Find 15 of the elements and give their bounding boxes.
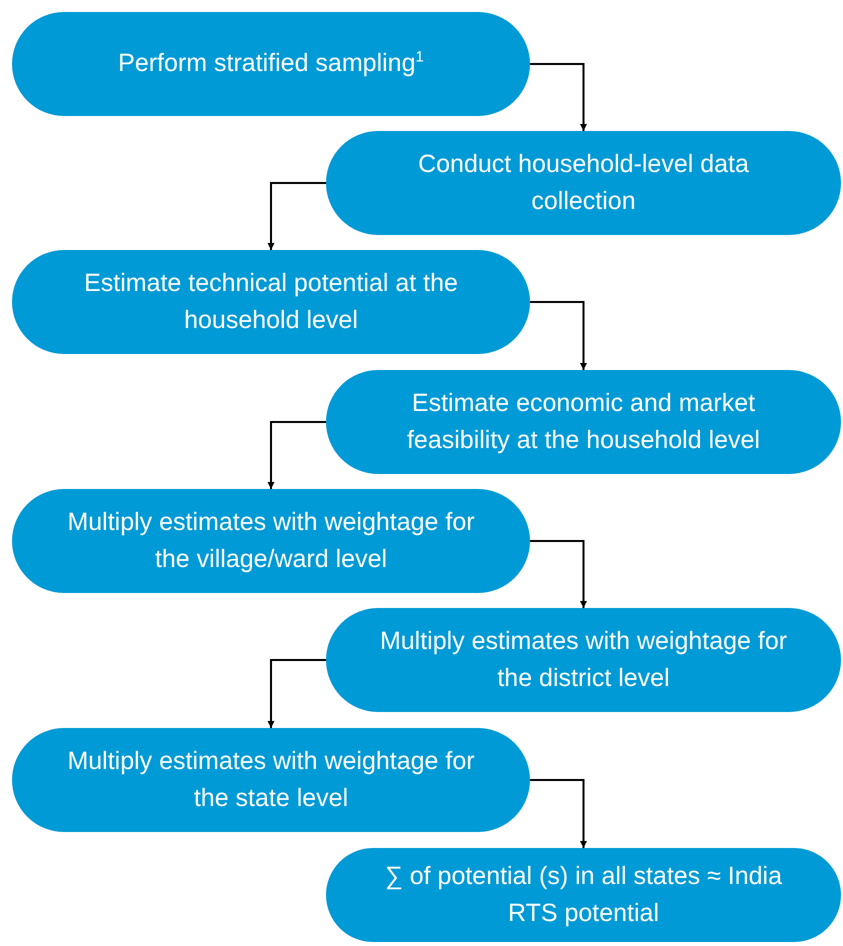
step-text: Multiply estimates with weightage for the district level [378, 626, 788, 694]
step-text: Estimate economic and market feasibility at the household level [406, 388, 761, 456]
step-text: Estimate technical potential at the household level [83, 268, 459, 336]
arrow [530, 301, 587, 370]
step-text: Perform stratified sampling$^{1}$ [118, 48, 424, 80]
arrow [268, 182, 326, 250]
step-text: Conduct household-level data collection [417, 148, 750, 217]
arrow [530, 779, 587, 848]
arrow [530, 63, 587, 131]
arrow [268, 421, 326, 489]
step-text: Multiply estimates with weightage for the village/ward level [66, 506, 476, 575]
arrow [530, 540, 587, 608]
arrow [268, 659, 326, 728]
step-text: Multiply estimates with weightage for the state level [66, 746, 476, 814]
step-text: ∑ of potential (s) in all states ≈ India RTS potential [384, 860, 783, 929]
